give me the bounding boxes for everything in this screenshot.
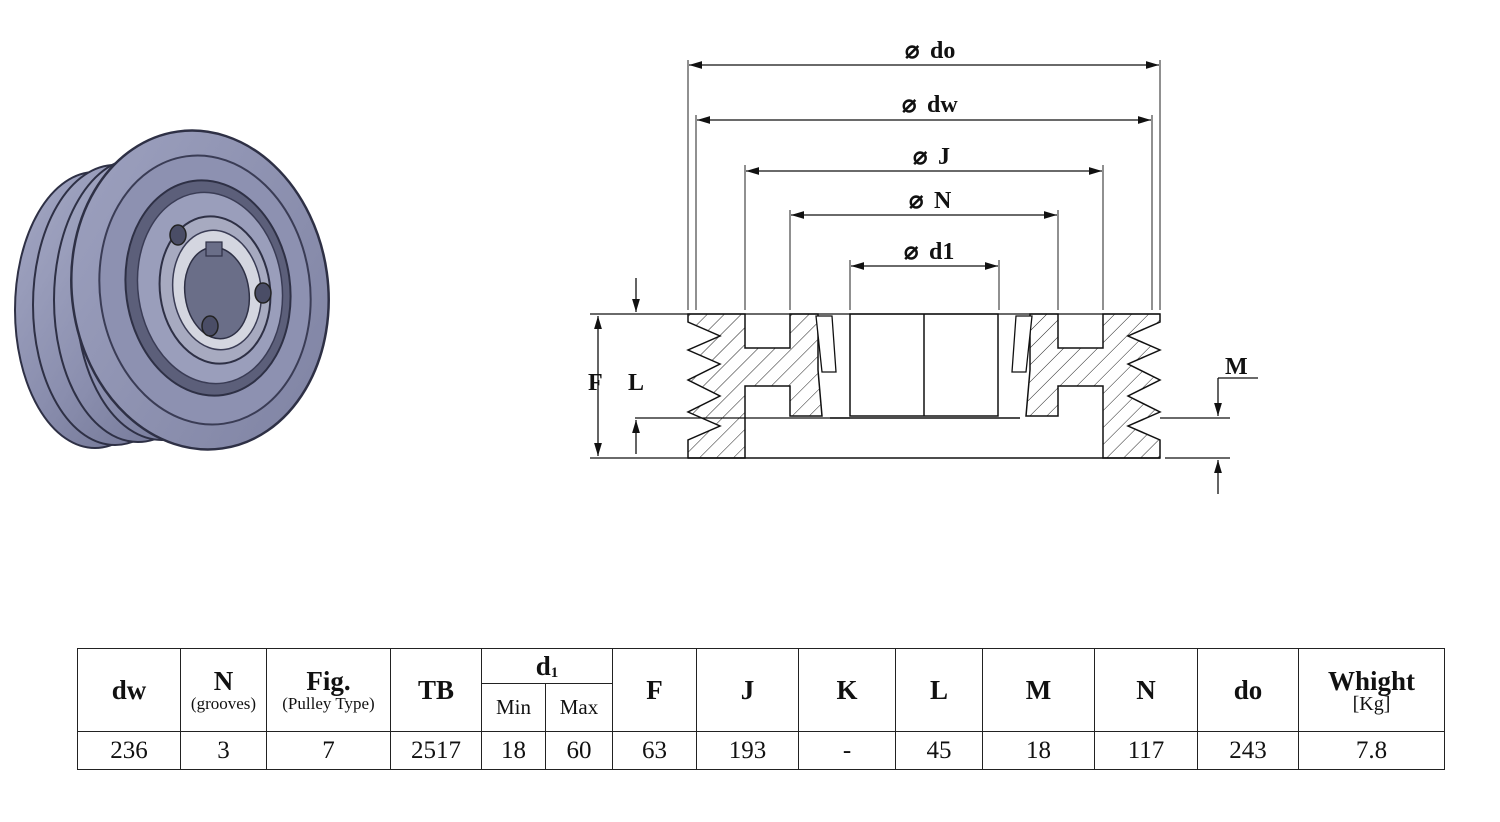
dim-label-dw-symbol: ⌀ bbox=[902, 92, 917, 118]
header-j: J bbox=[696, 648, 799, 732]
header-l: L bbox=[895, 648, 983, 732]
header-tb-label: TB bbox=[417, 675, 455, 705]
header-n2-label: N bbox=[1136, 675, 1156, 705]
header-d1-max: Max bbox=[545, 683, 613, 732]
header-l-label: L bbox=[929, 675, 948, 705]
cell-do: 243 bbox=[1197, 731, 1299, 770]
dim-label-f: F bbox=[588, 370, 603, 396]
dim-label-do: do bbox=[930, 38, 955, 64]
cell-f: 63 bbox=[612, 731, 697, 770]
table-header-row: dw N(grooves) Fig.(Pulley Type) TB d1 F … bbox=[77, 647, 1445, 732]
dim-label-m: M bbox=[1225, 354, 1248, 380]
section-right-rim bbox=[1025, 313, 1162, 459]
header-n-label: N bbox=[213, 666, 234, 696]
header-do-label: do bbox=[1233, 675, 1263, 705]
header-f: F bbox=[612, 648, 697, 732]
header-tb: TB bbox=[390, 648, 482, 732]
header-d1: d1 bbox=[481, 647, 613, 685]
header-weight: Whight[Kg] bbox=[1298, 648, 1445, 732]
header-fig: Fig.(Pulley Type) bbox=[266, 648, 391, 732]
header-min-label: Min bbox=[495, 695, 531, 720]
dim-label-do-symbol: ⌀ bbox=[905, 38, 920, 64]
cell-d1-min: 18 bbox=[481, 731, 546, 770]
dim-label-l: L bbox=[628, 370, 644, 396]
header-max-label: Max bbox=[559, 695, 599, 720]
header-n2: N bbox=[1094, 648, 1198, 732]
header-dw: dw bbox=[77, 648, 181, 732]
dim-label-d1-symbol: ⌀ bbox=[904, 239, 919, 265]
cell-d1-max: 60 bbox=[545, 731, 613, 770]
header-k: K bbox=[798, 648, 896, 732]
dim-label-dw: dw bbox=[927, 92, 958, 118]
header-d1-label: d bbox=[535, 650, 551, 681]
cell-weight: 7.8 bbox=[1298, 731, 1445, 770]
cell-l: 45 bbox=[895, 731, 983, 770]
cell-n: 3 bbox=[180, 731, 267, 770]
dim-label-d1: d1 bbox=[929, 239, 954, 265]
header-weight-label: Whight bbox=[1327, 666, 1416, 696]
header-weight-unit: [Kg] bbox=[1352, 693, 1391, 715]
header-dw-label: dw bbox=[111, 675, 147, 705]
header-d1-subscript: 1 bbox=[550, 664, 559, 681]
header-n-sublabel: (grooves) bbox=[190, 694, 257, 713]
pulley-section-drawing: ⌀ do ⌀ dw ⌀ J ⌀ N ⌀ d1 bbox=[588, 38, 1258, 494]
pulley-3d-render bbox=[14, 129, 330, 451]
dim-label-n-symbol: ⌀ bbox=[909, 188, 924, 214]
header-fig-label: Fig. bbox=[306, 666, 351, 696]
header-n: N(grooves) bbox=[180, 648, 267, 732]
cell-n2: 117 bbox=[1094, 731, 1198, 770]
header-do: do bbox=[1197, 648, 1299, 732]
dim-label-j-symbol: ⌀ bbox=[913, 144, 928, 170]
section-left-rim bbox=[686, 313, 823, 459]
header-f-label: F bbox=[646, 675, 663, 705]
table-row: 236 3 7 2517 18 60 63 193 - 45 18 117 24… bbox=[77, 731, 1445, 770]
header-fig-sublabel: (Pulley Type) bbox=[282, 694, 375, 713]
header-k-label: K bbox=[836, 675, 858, 705]
header-m: M bbox=[982, 648, 1095, 732]
cell-j: 193 bbox=[696, 731, 799, 770]
cell-k: - bbox=[798, 731, 896, 770]
header-j-label: J bbox=[740, 675, 755, 705]
dim-label-n: N bbox=[934, 188, 952, 214]
dim-label-j: J bbox=[938, 144, 950, 170]
cell-tb: 2517 bbox=[390, 731, 482, 770]
header-m-label: M bbox=[1025, 675, 1052, 705]
cell-fig: 7 bbox=[266, 731, 391, 770]
header-d1-min: Min bbox=[481, 683, 546, 732]
cell-m: 18 bbox=[982, 731, 1095, 770]
specification-table: dw N(grooves) Fig.(Pulley Type) TB d1 F … bbox=[77, 647, 1445, 770]
cell-dw: 236 bbox=[77, 731, 181, 770]
